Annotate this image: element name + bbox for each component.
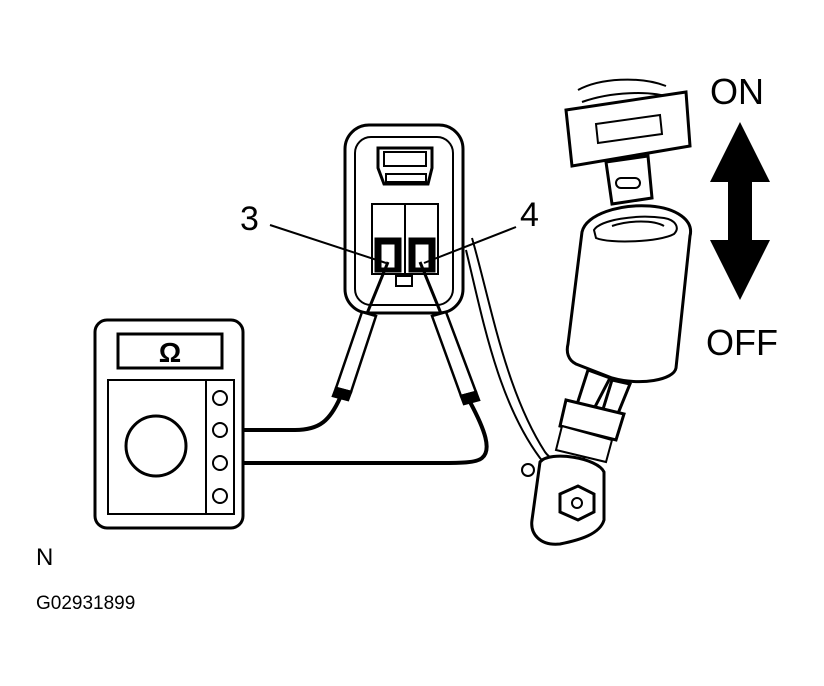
seat-belt-buckle (521, 204, 693, 546)
meter-jack-1 (212, 390, 228, 406)
connector-latch-lip (385, 173, 427, 183)
buckle-release (611, 220, 665, 227)
double-headed-arrow-icon (710, 122, 770, 300)
connector-key (395, 275, 413, 287)
leader-3 (269, 224, 387, 264)
probe-left-body (334, 310, 378, 394)
lead-right (230, 401, 489, 465)
off-label: OFF (706, 322, 778, 363)
seat-belt-tongue (564, 78, 692, 206)
anchor-rivet (521, 463, 535, 477)
tongue-slot (594, 113, 664, 145)
probe-left-tip (364, 261, 390, 317)
connector-latch-window (383, 151, 427, 167)
pin-leaders (269, 224, 517, 264)
meter-jack-3 (212, 455, 228, 471)
pin-label-4: 4 (520, 196, 539, 234)
leader-4 (423, 226, 517, 264)
meter-jack-2 (212, 422, 228, 438)
on-label: ON (710, 71, 764, 112)
probe-right-body (430, 310, 478, 398)
anchor-bolt-center (571, 497, 583, 509)
meter-selector-dial (124, 414, 188, 478)
connector (343, 123, 465, 315)
meter-display (116, 332, 224, 370)
test-probes (331, 261, 481, 406)
meter-jack-4 (212, 488, 228, 504)
corner-letter: N (36, 544, 53, 571)
probe-right-band (459, 390, 481, 406)
meter-ohm-symbol: Ω (159, 337, 181, 368)
lead-left (230, 397, 342, 432)
figure-code: G02931899 (36, 593, 135, 614)
on-off-indicator (710, 122, 770, 300)
buckle-body (565, 204, 693, 384)
belt-webbing (577, 78, 667, 91)
probe-leads (230, 397, 489, 465)
probe-right-tip (418, 261, 444, 317)
ohmmeter (93, 318, 245, 530)
probe-left-band (331, 386, 353, 402)
buckle-stalk-sleeve-lower (554, 424, 614, 464)
tongue-hole (615, 177, 641, 189)
pin-label-3: 3 (240, 200, 259, 238)
